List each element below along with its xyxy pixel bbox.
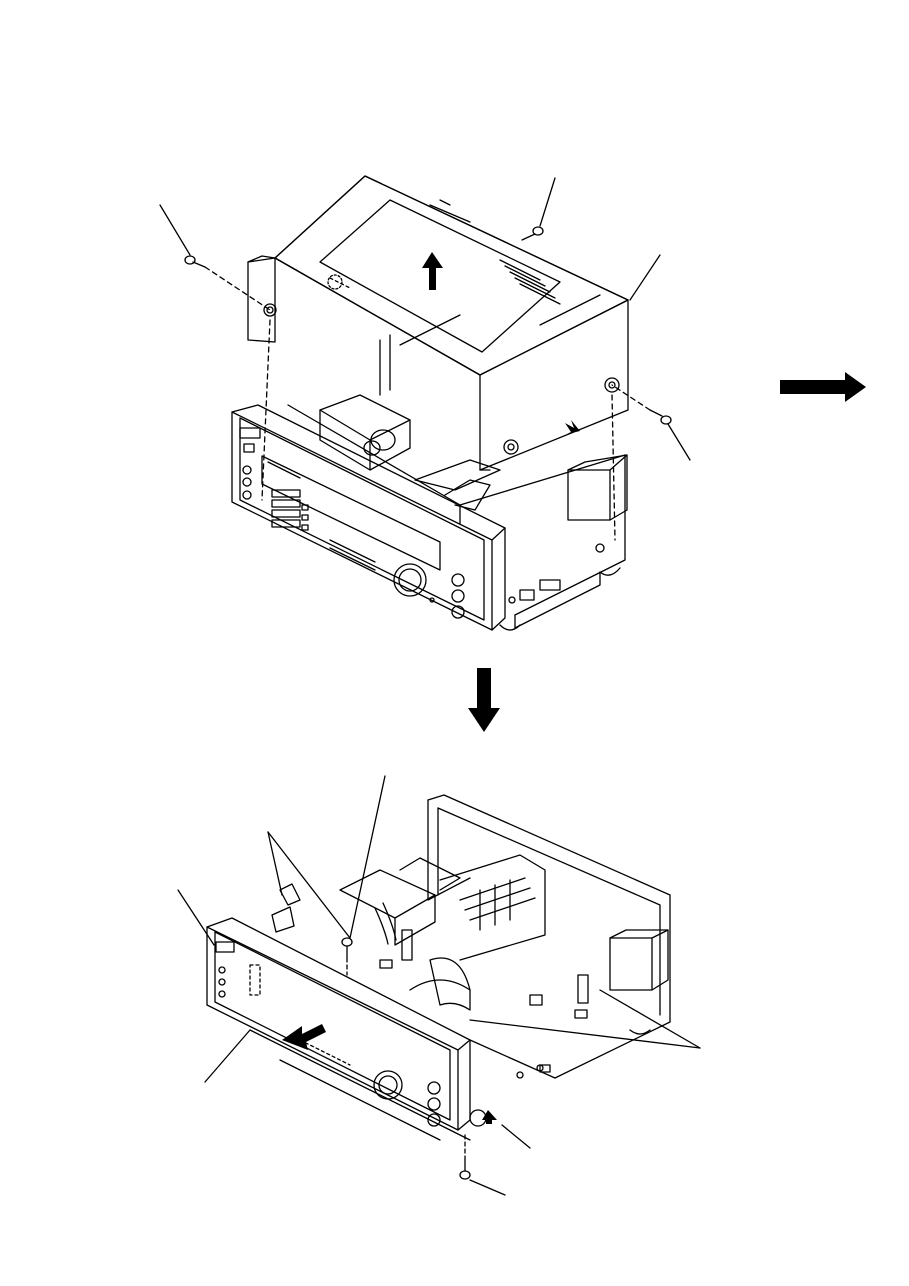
case-screw-hole	[264, 304, 276, 316]
case-cover	[248, 176, 628, 470]
front-panel-detached	[207, 918, 486, 1140]
arrow-up-icon	[422, 252, 443, 290]
transformer	[610, 938, 652, 990]
step2-unit	[178, 776, 700, 1195]
volume-knob	[394, 564, 426, 596]
arrow-small-icon	[482, 1110, 497, 1124]
screw-right-top-icon	[522, 178, 555, 240]
guide-line-right	[612, 395, 615, 540]
guide-line-left	[262, 320, 270, 500]
chassis-open	[340, 795, 670, 1078]
chassis-base	[288, 335, 627, 630]
flat-cable-connector-icon	[272, 884, 396, 944]
arrow-pull-icon	[282, 1024, 326, 1050]
power-transformer	[568, 470, 610, 520]
screw-bottom-icon	[460, 1135, 470, 1179]
front-panel	[232, 405, 505, 630]
arrow-down-icon	[468, 668, 500, 732]
screw-left-icon	[160, 205, 270, 310]
arrow-small-icon	[565, 420, 580, 434]
leader-lines	[178, 776, 700, 1195]
screw-right-bottom-icon	[612, 385, 690, 460]
case-leader-line	[630, 255, 660, 300]
step1-unit	[160, 176, 690, 630]
screw-top-icon	[342, 938, 352, 975]
arrow-right-icon	[780, 372, 866, 402]
